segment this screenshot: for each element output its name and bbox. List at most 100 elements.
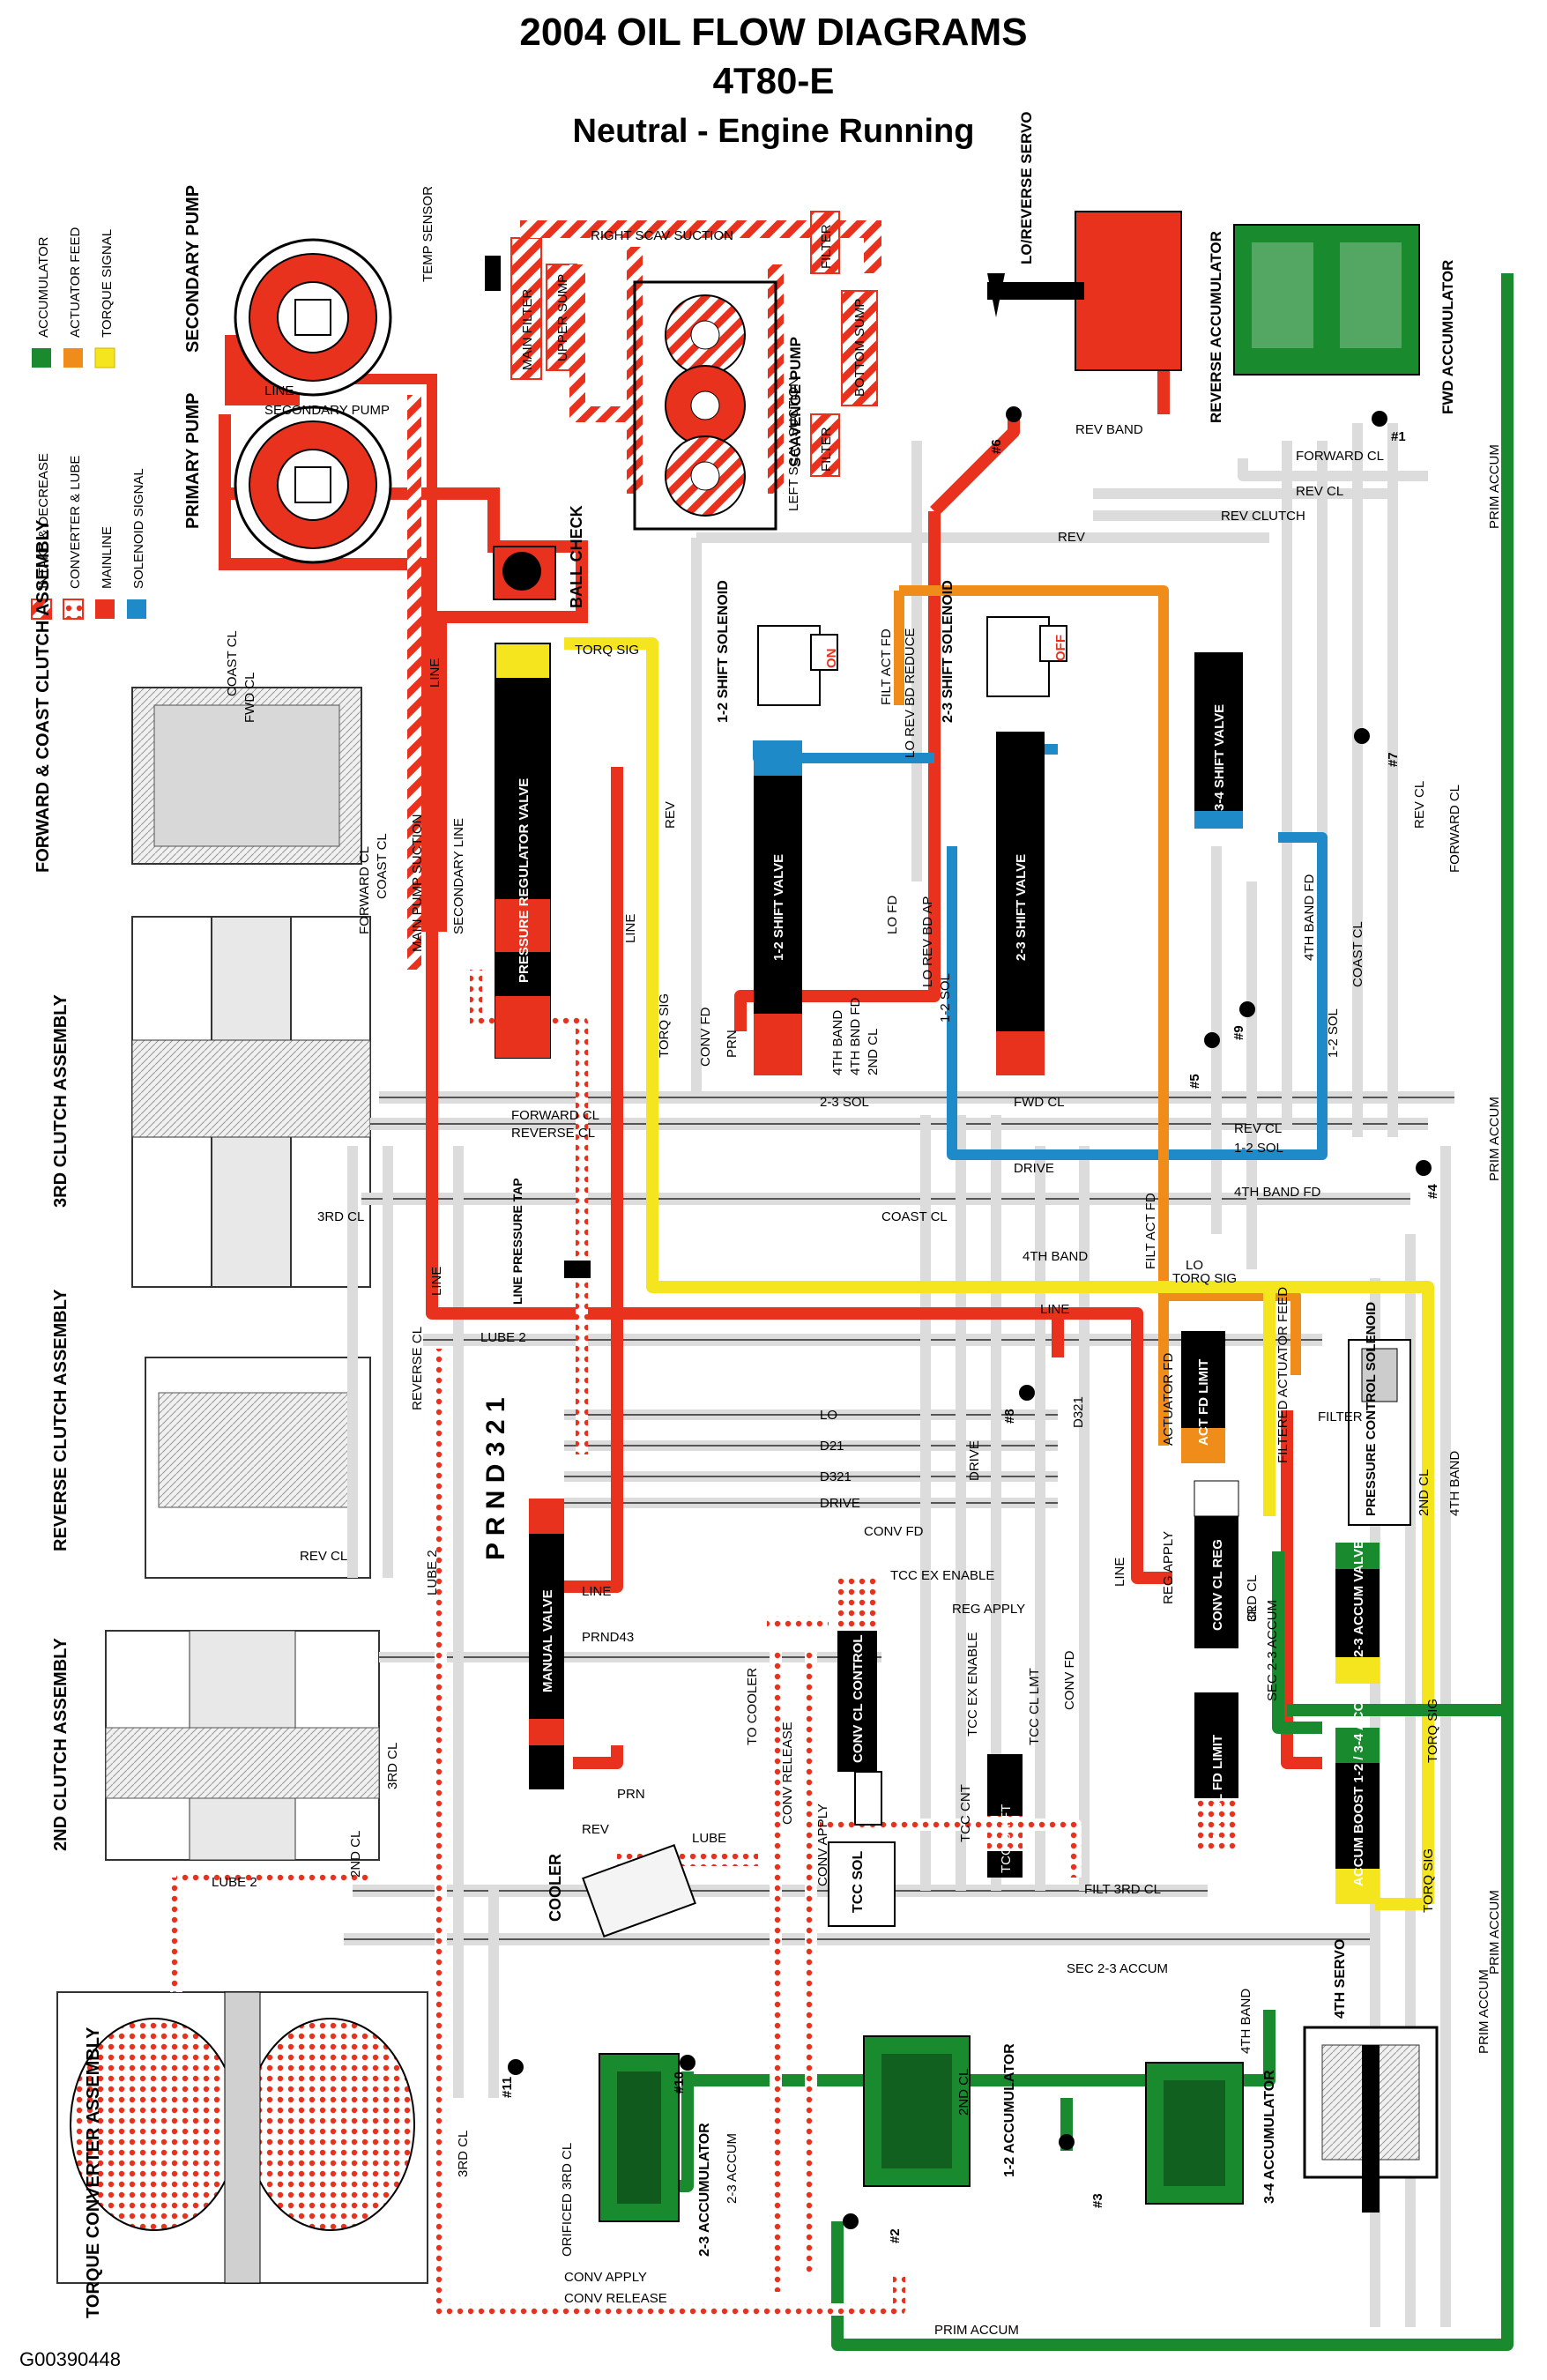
solenoid-23-label: 2-3 SHIFT SOLENOID [941,580,956,723]
lbl-conv-fd: CONV FD [864,1524,924,1539]
ball-check [502,552,541,591]
third-clutch-assembly-label: 3RD CLUTCH ASSEMBLY [51,993,71,1208]
reverse-accumulator: REVERSE ACCUMULATOR FWD ACCUMULATOR [1208,224,1456,423]
accumulator-23-label: 2-3 ACCUMULATOR [697,2123,712,2257]
legend-converter: CONVERTER & LUBE [63,456,84,620]
manual-valve-label: MANUAL VALVE [540,1589,555,1692]
lbl-d321-v: D321 [1071,1396,1086,1428]
lbl-4th-band-fd: 4TH BAND FD [1234,1185,1321,1200]
lbl-torq-sig-v: TORQ SIG [657,993,672,1058]
lbl-forward-cl-right: FORWARD CL [1447,785,1462,873]
lbl-rev-v: REV [663,801,678,829]
primary-pump [234,405,392,564]
lbl-lo-upper: LO [1186,1258,1203,1273]
lbl-rev-band: REV BAND [1075,422,1143,437]
lbl-sec23-accum-v: SEC 2-3 ACCUM [1265,1600,1280,1701]
tcc-solenoid: TCC SOL [828,1841,896,1927]
lbl-line-v4: LINE [1112,1558,1127,1587]
right-scav-label: RIGHT SCAV SUCTION [591,228,733,243]
image-code: G00390448 [19,2348,121,2370]
channel-labels: REV BAND FORWARD CL REV CL REV CLUTCH RE… [212,383,1384,2338]
lbl-conv-release-v: CONV RELEASE [780,1722,795,1825]
legend-actuator: ACTUATOR FEED [63,227,83,368]
actuator-feed-channels [894,585,1301,1446]
lbl-filter-small: FILTER [1318,1409,1363,1424]
lbl-conv-fd-v2: CONV FD [1062,1650,1077,1710]
lbl-rev-clutch: REV CLUTCH [1221,509,1305,524]
temp-sensor [485,256,501,291]
legend-intake: INTAKE & DECREASE [31,453,52,620]
lbl-cl-v: CL [1245,1605,1260,1622]
lbl-conv-apply-bottom: CONV APPLY [564,2270,647,2285]
ball-check-label: BALL CHECK [568,505,585,608]
temp-sensor-label: TEMP SENSOR [420,186,435,282]
pressure-control-solenoid: PRESSURE CONTROL SOLENOID [1348,1302,1411,1526]
legend-label-torque: TORQUE SIGNAL [100,229,115,338]
lbl-prim-accum-bottom: PRIM ACCUM [934,2323,1019,2338]
checkball-1: #1 [1372,411,1406,444]
lbl-prn-v: PRN [725,1030,740,1058]
lbl-rev-cl-left: REV CL [300,1549,347,1564]
legend-accumulator: ACCUMULATOR [32,236,51,368]
lbl-line-top: LINE [264,383,294,398]
act-fd-limit-valve: ACT FD LIMIT [1181,1331,1225,1463]
torque-converter-assembly-label: TORQUE CONVERTER ASSEMBLY [84,2027,103,2318]
secondary-pump [234,238,392,397]
bottom-sump [841,290,878,406]
legend-label-mainline: MAINLINE [100,526,115,589]
reverse-clutch-assembly-label: REVERSE CLUTCH ASSEMBLY [51,1289,71,1551]
lbl-torq-sig: TORQ SIG [575,643,639,658]
valve-bodies: PRESSURE REGULATOR VALVE ON 1-2 SHIFT SO… [481,580,1411,1927]
line-pressure-tap: LINE PRESSURE TAP [510,1178,591,1305]
lbl-4th-band-mid: 4TH BAND [1023,1249,1088,1264]
solenoid-12-label: 1-2 SHIFT SOLENOID [716,580,731,723]
lbl-prim-accum-mid: PRIM ACCUM [1487,1097,1502,1181]
shift-valve-34: 3-4 SHIFT VALVE [1194,652,1243,829]
svg-text:#11: #11 [500,2077,515,2098]
checkball-7: #7 [1354,728,1401,767]
lbl-fwd-cl-mid: FWD CL [1014,1095,1065,1110]
pressure-regulator-label: PRESSURE REGULATOR VALVE [517,778,532,983]
scavenge-pump [633,280,777,531]
lbl-to-cooler: TO COOLER [745,1668,760,1745]
lbl-secondary-line-v: SECONDARY LINE [451,818,466,934]
svg-text:#6: #6 [989,439,1004,454]
lbl-orificed-3rd-cl: ORIFICED 3RD CL [560,2143,575,2257]
filter-left [810,413,840,477]
lbl-fwd-cl-top: FWD CL [242,673,257,724]
accum-boost-label: ACCUM BOOST 1-2 / 3-4 ACC [1351,1701,1366,1886]
lbl-coast-cl-right: COAST CL [1350,921,1365,987]
lbl-coast-cl-mid: COAST CL [881,1209,948,1224]
line-tap-label: LINE PRESSURE TAP [510,1178,524,1305]
prnd-indicator: P R N D 3 2 1 [481,1397,510,1560]
left-scav-label: LEFT SCAV SUCTION [786,377,801,511]
lbl-prn: PRN [617,1787,645,1802]
pcs-label: PRESSURE CONTROL SOLENOID [1364,1302,1379,1516]
lbl-3rd-cl-right: 3RD CL [1245,1575,1260,1622]
lbl-reg-apply-v: REG APPLY [1161,1531,1176,1604]
checkball-8: #8 [1002,1385,1035,1424]
accum-boost-valve: ACCUM BOOST 1-2 / 3-4 ACC [1335,1701,1380,1904]
tcc-cl-fd-limit-valve: TCC CL FD LIMIT [1194,1692,1238,1851]
legend-solenoid: SOLENOID SIGNAL [127,468,146,619]
lbl-3rd-cl: 3RD CL [317,1209,364,1224]
lbl-3rd-cl-bottom: 3RD CL [456,2131,471,2177]
svg-text:#10: #10 [672,2071,687,2094]
lbl-line-v: LINE [623,914,638,943]
lbl-reverse-cl-v: REVERSE CL [410,1327,425,1410]
shift-valve-12-label: 1-2 SHIFT VALVE [771,854,786,961]
lbl-lo-rev-bd-reduce: LO REV BD REDUCE [903,628,918,758]
lbl-line-manual: LINE [582,1584,611,1599]
lbl-drive-low: DRIVE [820,1496,860,1511]
lbl-4th-bnd-fd-v: 4TH BND FD [848,997,863,1075]
assembly-second-clutch: 2ND CLUTCH ASSEMBLY [51,1630,380,1861]
lbl-lo-fd: LO FD [885,896,900,934]
solenoid-23-state: OFF [1053,635,1068,661]
lbl-prim-accum-low: PRIM ACCUM [1487,1890,1502,1975]
tcc-cl-fd-limit-label: TCC CL FD LIMIT [1210,1735,1225,1842]
filtered-actuator-label: FILTERED ACTUATOR FEED [1276,1287,1290,1463]
lbl-sol12-v: 1-2 SOL [938,973,953,1023]
lbl-23-accum-sig: 2-3 ACCUM [725,2133,740,2204]
lbl-secondary-line-top: SECONDARY PUMP [264,403,390,418]
